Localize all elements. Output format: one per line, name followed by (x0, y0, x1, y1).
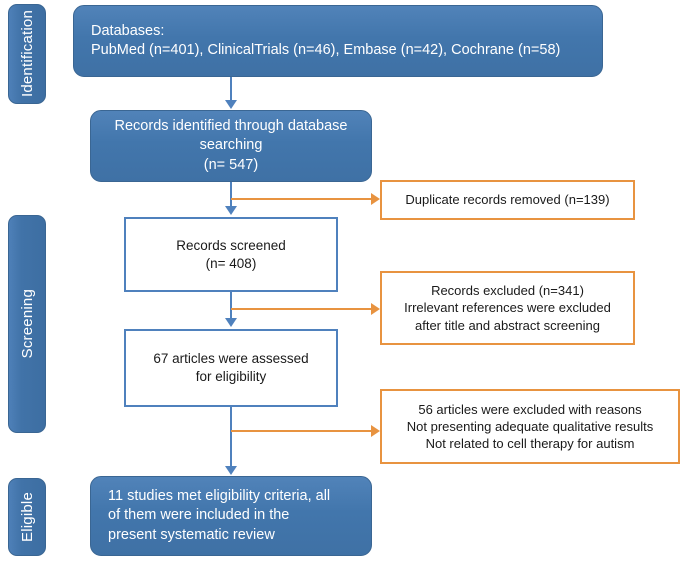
node-records-excluded-line-1: Irrelevant references were excluded (404, 300, 611, 316)
node-databases-line-0: Databases: (91, 22, 165, 39)
node-articles-excluded: 56 articles were excluded with reasons N… (380, 389, 680, 464)
node-articles-assessed: 67 articles were assessed for eligibilit… (124, 329, 338, 407)
node-databases-text: Databases: PubMed (n=401), ClinicalTrial… (91, 22, 560, 60)
node-duplicates-removed-line-0: Duplicate records removed (n=139) (405, 192, 610, 208)
node-articles-excluded-line-1: Not presenting adequate qualitative resu… (406, 418, 654, 434)
node-articles-excluded-text: 56 articles were excluded with reasons N… (407, 401, 653, 452)
connector-assessed-to-included-arrow (225, 466, 237, 475)
stage-label-eligible-text: Eligible (18, 492, 36, 542)
node-records-screened: Records screened (n= 408) (124, 217, 338, 292)
node-records-excluded-line-2: after title and abstract screening (414, 317, 600, 333)
node-included-line-0: 11 studies met eligibility criteria, all (108, 488, 331, 505)
node-records-screened-line-1: (n= 408) (205, 255, 257, 271)
connector-screened-to-assessed-arrow (225, 318, 237, 327)
connector-databases-to-records-identified (230, 77, 232, 104)
node-included-text: 11 studies met eligibility criteria, all… (108, 487, 330, 544)
node-included-line-1: of them were included in the (108, 507, 290, 524)
node-articles-assessed-line-1: for eligibility (195, 369, 267, 384)
node-articles-excluded-line-0: 56 articles were excluded with reasons (418, 401, 642, 417)
connector-to-records-excluded-arrow (371, 303, 380, 315)
connector-identified-to-screened-arrow (225, 206, 237, 215)
stage-label-screening: Screening (8, 215, 46, 433)
node-included: 11 studies met eligibility criteria, all… (90, 476, 372, 556)
connector-to-records-excluded (231, 308, 377, 310)
stage-label-eligible: Eligible (8, 478, 46, 556)
stage-label-identification-text: Identification (18, 10, 36, 98)
node-records-identified-line-0: Records identified through database (114, 118, 348, 135)
node-records-screened-line-0: Records screened (176, 237, 286, 253)
node-articles-assessed-line-0: 67 articles were assessed (153, 351, 309, 367)
node-databases: Databases: PubMed (n=401), ClinicalTrial… (73, 5, 603, 77)
node-records-identified-text: Records identified through database sear… (115, 117, 348, 174)
node-duplicates-removed: Duplicate records removed (n=139) (380, 180, 635, 220)
node-articles-assessed-text: 67 articles were assessed for eligibilit… (153, 350, 308, 386)
node-records-identified: Records identified through database sear… (90, 110, 372, 182)
connector-identified-to-screened (230, 182, 232, 212)
node-duplicates-removed-text: Duplicate records removed (n=139) (405, 191, 609, 208)
node-articles-excluded-line-2: Not related to cell therapy for autism (425, 436, 635, 452)
stage-label-screening-text: Screening (18, 289, 36, 359)
node-records-excluded: Records excluded (n=341) Irrelevant refe… (380, 271, 635, 345)
node-included-line-2: present systematic review (108, 526, 275, 543)
connector-to-duplicates-removed-arrow (371, 193, 380, 205)
connector-assessed-to-included (230, 407, 232, 472)
node-records-identified-line-1: searching (199, 137, 263, 154)
connector-databases-to-records-identified-arrow (225, 100, 237, 109)
node-records-identified-line-2: (n= 547) (203, 156, 259, 173)
stage-label-identification: Identification (8, 4, 46, 104)
connector-to-articles-excluded-arrow (371, 425, 380, 437)
node-records-excluded-text: Records excluded (n=341) Irrelevant refe… (404, 282, 611, 333)
connector-to-duplicates-removed (231, 198, 377, 200)
connector-to-articles-excluded (231, 430, 377, 432)
node-records-screened-text: Records screened (n= 408) (176, 237, 286, 273)
node-records-excluded-line-0: Records excluded (n=341) (431, 283, 584, 299)
node-databases-line-1: PubMed (n=401), ClinicalTrials (n=46), E… (91, 42, 561, 58)
